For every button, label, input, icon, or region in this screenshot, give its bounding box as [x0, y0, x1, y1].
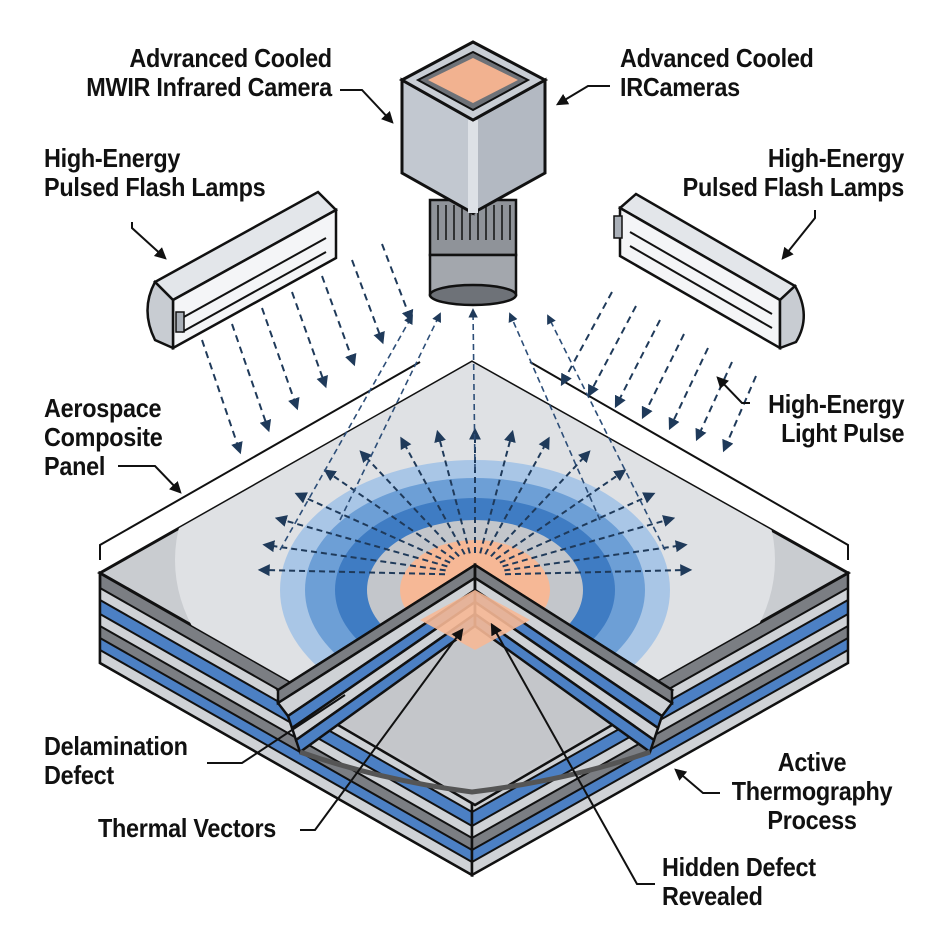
- light-pulse-arrow: [560, 291, 613, 387]
- label-hidden-defect: Hidden Defect Revealed: [662, 853, 816, 911]
- label-line: Active: [777, 747, 847, 777]
- panel-brackets: [99, 361, 849, 560]
- ir-ray-arrow: [279, 314, 413, 551]
- light-pulse-arrow: [291, 291, 328, 389]
- leader-thermal-vectors: [300, 628, 464, 831]
- ir-camera[interactable]: [398, 40, 549, 307]
- label-line: High-Energy: [44, 143, 181, 173]
- label-line: Advanced Cooled: [620, 43, 814, 73]
- label-line: Pulsed Flash Lamps: [682, 172, 905, 202]
- label-line: Defect: [44, 760, 114, 790]
- label-line: Aerospace: [44, 393, 162, 423]
- light-pulse-arrow: [231, 323, 272, 433]
- light-pulse-arrow: [614, 319, 661, 409]
- label-thermography-process: Active Thermography Process: [722, 748, 902, 835]
- light-pulse-arrow: [695, 361, 733, 442]
- light-pulse-arrow: [261, 307, 300, 411]
- label-line: Light Pulse: [780, 418, 904, 448]
- light-pulse-arrow: [668, 347, 709, 431]
- light-pulse-arrow: [201, 339, 243, 455]
- camera-lens: [428, 283, 518, 307]
- label-line: High-Energy: [767, 389, 904, 419]
- leader-delamination: [207, 694, 346, 764]
- light-pulse-arrow: [722, 375, 757, 453]
- label-ir-camera-right: Advanced Cooled IRCameras: [620, 44, 814, 102]
- thermal-vector-arrow: [484, 436, 550, 555]
- label-line: Panel: [44, 451, 106, 481]
- delamination-defect: [299, 749, 651, 795]
- label-delamination-defect: Delamination Defect: [44, 732, 188, 790]
- leader-thermography: [674, 768, 720, 794]
- ir-ray-arrow: [339, 312, 441, 521]
- thermal-vector-arrow: [359, 450, 460, 558]
- light-pulse-right: [560, 291, 757, 453]
- ir-return-rays: [279, 308, 666, 551]
- label-light-pulse: High-Energy Light Pulse: [768, 390, 904, 448]
- composite-panel: [96, 360, 852, 878]
- label-line: Pulsed Flash Lamps: [44, 172, 266, 202]
- label-line: Composite: [44, 422, 163, 452]
- label-line: Process: [767, 805, 857, 835]
- ir-ray-arrow: [508, 312, 601, 521]
- thermal-vector-arrow: [400, 436, 466, 555]
- thermal-vector-arrow: [495, 469, 627, 560]
- leader-panel: [118, 465, 182, 494]
- thermal-vector-arrow: [262, 540, 446, 572]
- leader-lamps-right: [781, 210, 816, 260]
- thermal-vector-arrow: [504, 540, 688, 572]
- thermal-vector-arrow: [479, 429, 516, 554]
- light-pulse-arrow: [641, 333, 685, 420]
- leader-camera-right: [555, 85, 610, 106]
- label-thermal-vectors: Thermal Vectors: [98, 814, 276, 843]
- thermal-vector-arrow: [257, 564, 446, 577]
- label-line: MWIR Infrared Camera: [86, 72, 332, 102]
- light-pulse-arrow: [321, 275, 357, 367]
- thermal-vector-arrow: [323, 469, 455, 560]
- label-flash-lamps-right: High-Energy Pulsed Flash Lamps: [682, 143, 905, 202]
- thermal-vector-arrow: [294, 492, 451, 564]
- camera-sensor: [428, 58, 518, 103]
- leader-camera-left: [340, 89, 394, 124]
- thermal-vectors: [257, 427, 693, 577]
- leader-lines: [118, 85, 816, 885]
- label-flash-lamps-left: High-Energy Pulsed Flash Lamps: [44, 143, 266, 202]
- thermal-vector-arrow: [490, 450, 591, 558]
- label-line: Revealed: [662, 881, 763, 911]
- label-ir-camera-left: Advranced Cooled MWIR Infrared Camera: [86, 44, 332, 102]
- label-line: Advranced Cooled: [129, 43, 333, 73]
- thermal-vector-arrow: [499, 492, 656, 564]
- thermal-vector-arrow: [434, 429, 471, 554]
- light-pulse-left: [201, 243, 414, 455]
- light-pulse-arrow: [587, 305, 637, 398]
- leader-lamps-left: [131, 222, 167, 260]
- light-pulse-arrow: [381, 243, 414, 323]
- ir-ray-arrow: [547, 314, 666, 551]
- flash-lamp-left[interactable]: [146, 190, 339, 351]
- label-line: Hidden Defect: [662, 852, 816, 882]
- flash-lamp-right[interactable]: [613, 192, 805, 351]
- lamp-tubes: [181, 237, 327, 333]
- label-composite-panel: Aerospace Composite Panel: [44, 393, 163, 481]
- leader-light-pulse: [716, 376, 750, 404]
- label-line: Thermal Vectors: [98, 813, 277, 843]
- lamp-tubes: [629, 231, 773, 329]
- thermal-vector-arrow: [504, 564, 693, 577]
- leader-hidden-defect: [490, 622, 655, 885]
- label-line: High-Energy: [767, 143, 904, 173]
- label-line: Thermography: [731, 776, 893, 806]
- ir-ray-arrow: [468, 308, 478, 471]
- label-line: IRCameras: [620, 72, 740, 102]
- label-line: Delamination: [44, 731, 188, 761]
- light-pulse-arrow: [351, 259, 385, 345]
